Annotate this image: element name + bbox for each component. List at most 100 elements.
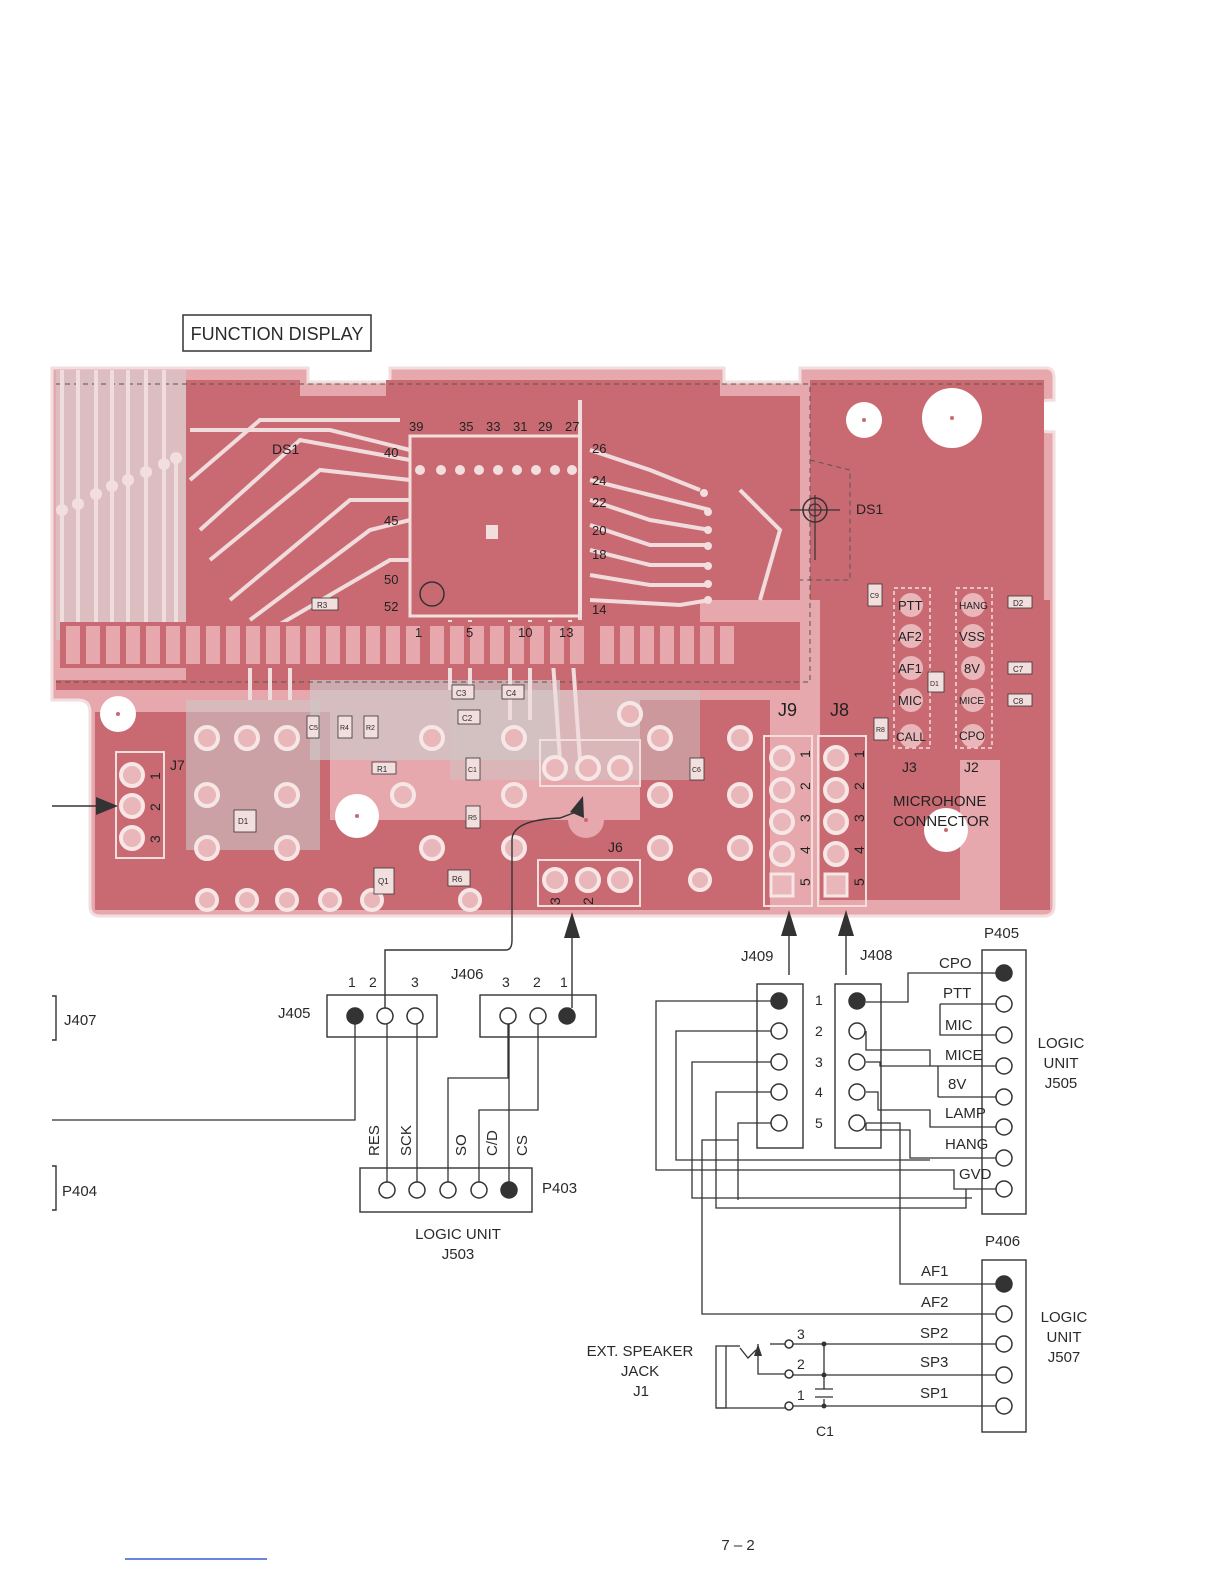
j9-label: J9 <box>778 700 797 720</box>
j406-pin-1: 1 <box>560 974 568 990</box>
jack-pin-2: 2 <box>797 1356 805 1372</box>
p403-unit-line2: J503 <box>442 1246 475 1263</box>
ic-pin-26: 26 <box>592 441 606 456</box>
component-c8: C8 <box>1007 693 1033 707</box>
ic-pin-14: 14 <box>592 602 606 617</box>
p405-label: P405 <box>984 925 1019 942</box>
component-d1-left: D1 <box>233 809 257 833</box>
j2-label: J2 <box>964 759 979 775</box>
ic-pin-27: 27 <box>565 419 579 434</box>
p405-signal-mice: MICE <box>945 1047 983 1064</box>
ic-pin-50: 50 <box>384 572 398 587</box>
j7-pin-1: 1 <box>147 772 163 780</box>
finger-strip <box>60 622 800 668</box>
j6-label: J6 <box>608 839 623 855</box>
p405-signal-mic: MIC <box>945 1017 973 1034</box>
j7-connector: 1 2 3 J7 <box>52 751 185 859</box>
component-c2: C2 <box>457 709 481 725</box>
j9-pin-3: 3 <box>797 814 813 822</box>
j7-pin-3: 3 <box>147 835 163 843</box>
component-r2: R2 <box>363 715 379 739</box>
j7-pin-2: 2 <box>147 803 163 811</box>
p406-signal-sp3: SP3 <box>920 1354 948 1371</box>
capacitor-c1-label: C1 <box>816 1423 834 1439</box>
component-q1: Q1 <box>373 867 395 895</box>
p405-signal-8v: 8V <box>948 1076 966 1093</box>
page-number: 7 – 2 <box>721 1537 754 1554</box>
j3-pin-ptt: PTT <box>898 598 923 613</box>
j3-pin-call: CALL <box>896 730 926 744</box>
ic-pin-33: 33 <box>486 419 500 434</box>
ic-pin-18: 18 <box>592 547 606 562</box>
p406-signal-af2: AF2 <box>921 1294 949 1311</box>
component-d2: D2 <box>1007 595 1033 609</box>
j409-label: J409 <box>741 948 774 965</box>
j9-pin-4: 4 <box>797 846 813 854</box>
j407-bracket: J407 <box>52 995 97 1041</box>
ic-pin-31: 31 <box>513 419 527 434</box>
svg-text:D2: D2 <box>1013 599 1024 608</box>
ic-pin-10: 10 <box>518 625 532 640</box>
j406-label: J406 <box>451 966 484 983</box>
p403-signal-so: SO <box>453 1134 470 1156</box>
j3-pin-af2: AF2 <box>898 629 922 644</box>
p405-signal-lamp: LAMP <box>945 1105 986 1122</box>
j9-pin-5: 5 <box>797 878 813 886</box>
left-vertical-traces <box>60 370 178 640</box>
p405-unit-line1: LOGIC <box>1038 1035 1085 1052</box>
component-r4: R4 <box>337 715 353 739</box>
component-c9: C9 <box>867 583 883 607</box>
svg-text:R4: R4 <box>340 725 349 732</box>
svg-text:D1: D1 <box>930 681 939 688</box>
svg-text:C7: C7 <box>1013 665 1024 674</box>
p403-signal-sck: SCK <box>398 1125 415 1156</box>
component-c3: C3 <box>451 684 475 700</box>
svg-text:R1: R1 <box>377 765 388 774</box>
ic-pin-5: 5 <box>466 625 473 640</box>
svg-text:R5: R5 <box>468 815 477 822</box>
pcb-pads <box>194 701 753 912</box>
pcb-board: 39 35 33 31 29 27 40 45 50 52 26 24 22 2… <box>50 366 1056 918</box>
j8-pin-1: 1 <box>851 750 867 758</box>
ic-pin-labels: 39 35 33 31 29 27 40 45 50 52 26 24 22 2… <box>384 419 606 640</box>
j6-pin-3: 3 <box>547 897 563 905</box>
svg-text:C2: C2 <box>462 714 473 723</box>
ic-pin-22: 22 <box>592 495 606 510</box>
j8-label: J8 <box>830 700 849 720</box>
speaker-jack-line2: JACK <box>621 1363 659 1380</box>
jack-pin-3: 3 <box>797 1326 805 1342</box>
header-pin-numbers: 1 2 3 4 5 <box>815 992 823 1131</box>
ic-pin-39: 39 <box>409 419 423 434</box>
component-c7: C7 <box>1007 661 1033 675</box>
j9-j8-headers: J9 J8 1 2 3 4 5 1 2 3 4 5 <box>763 700 867 907</box>
svg-text:D1: D1 <box>238 817 249 826</box>
ic-pin-29: 29 <box>538 419 552 434</box>
j2-pin-mice: MICE <box>959 696 984 707</box>
j405-pin-3: 3 <box>411 974 419 990</box>
j3-j2-pins: PTT AF2 AF1 MIC CALL HANG VSS 8V MICE CP… <box>893 587 993 830</box>
j9-pin-2: 2 <box>797 782 813 790</box>
j2-pin-hang: HANG <box>959 601 988 612</box>
p403-signal-cs: CS <box>514 1135 531 1156</box>
j406-pin-2: 2 <box>533 974 541 990</box>
j407-label: J407 <box>64 1012 97 1029</box>
svg-text:R2: R2 <box>366 725 375 732</box>
svg-text:C8: C8 <box>1013 697 1024 706</box>
component-r3: R3 <box>311 597 339 611</box>
j405-pin-1: 1 <box>348 974 356 990</box>
p404-bracket: P404 <box>52 1165 97 1211</box>
component-c1: C1 <box>465 757 481 781</box>
j8-pin-4: 4 <box>851 846 867 854</box>
component-d1-right: D1 <box>927 671 945 693</box>
ic-pin-52: 52 <box>384 599 398 614</box>
svg-text:C6: C6 <box>692 767 701 774</box>
p403-unit-line1: LOGIC UNIT <box>415 1226 501 1243</box>
j8-pin-5: 5 <box>851 878 867 886</box>
svg-text:C3: C3 <box>456 689 467 698</box>
ic-pin-1: 1 <box>415 625 422 640</box>
ic-pin-13: 13 <box>559 625 573 640</box>
ic-fanout-traces <box>188 418 783 632</box>
p405-unit-line2: UNIT <box>1044 1055 1079 1072</box>
svg-text:Q1: Q1 <box>378 877 389 886</box>
